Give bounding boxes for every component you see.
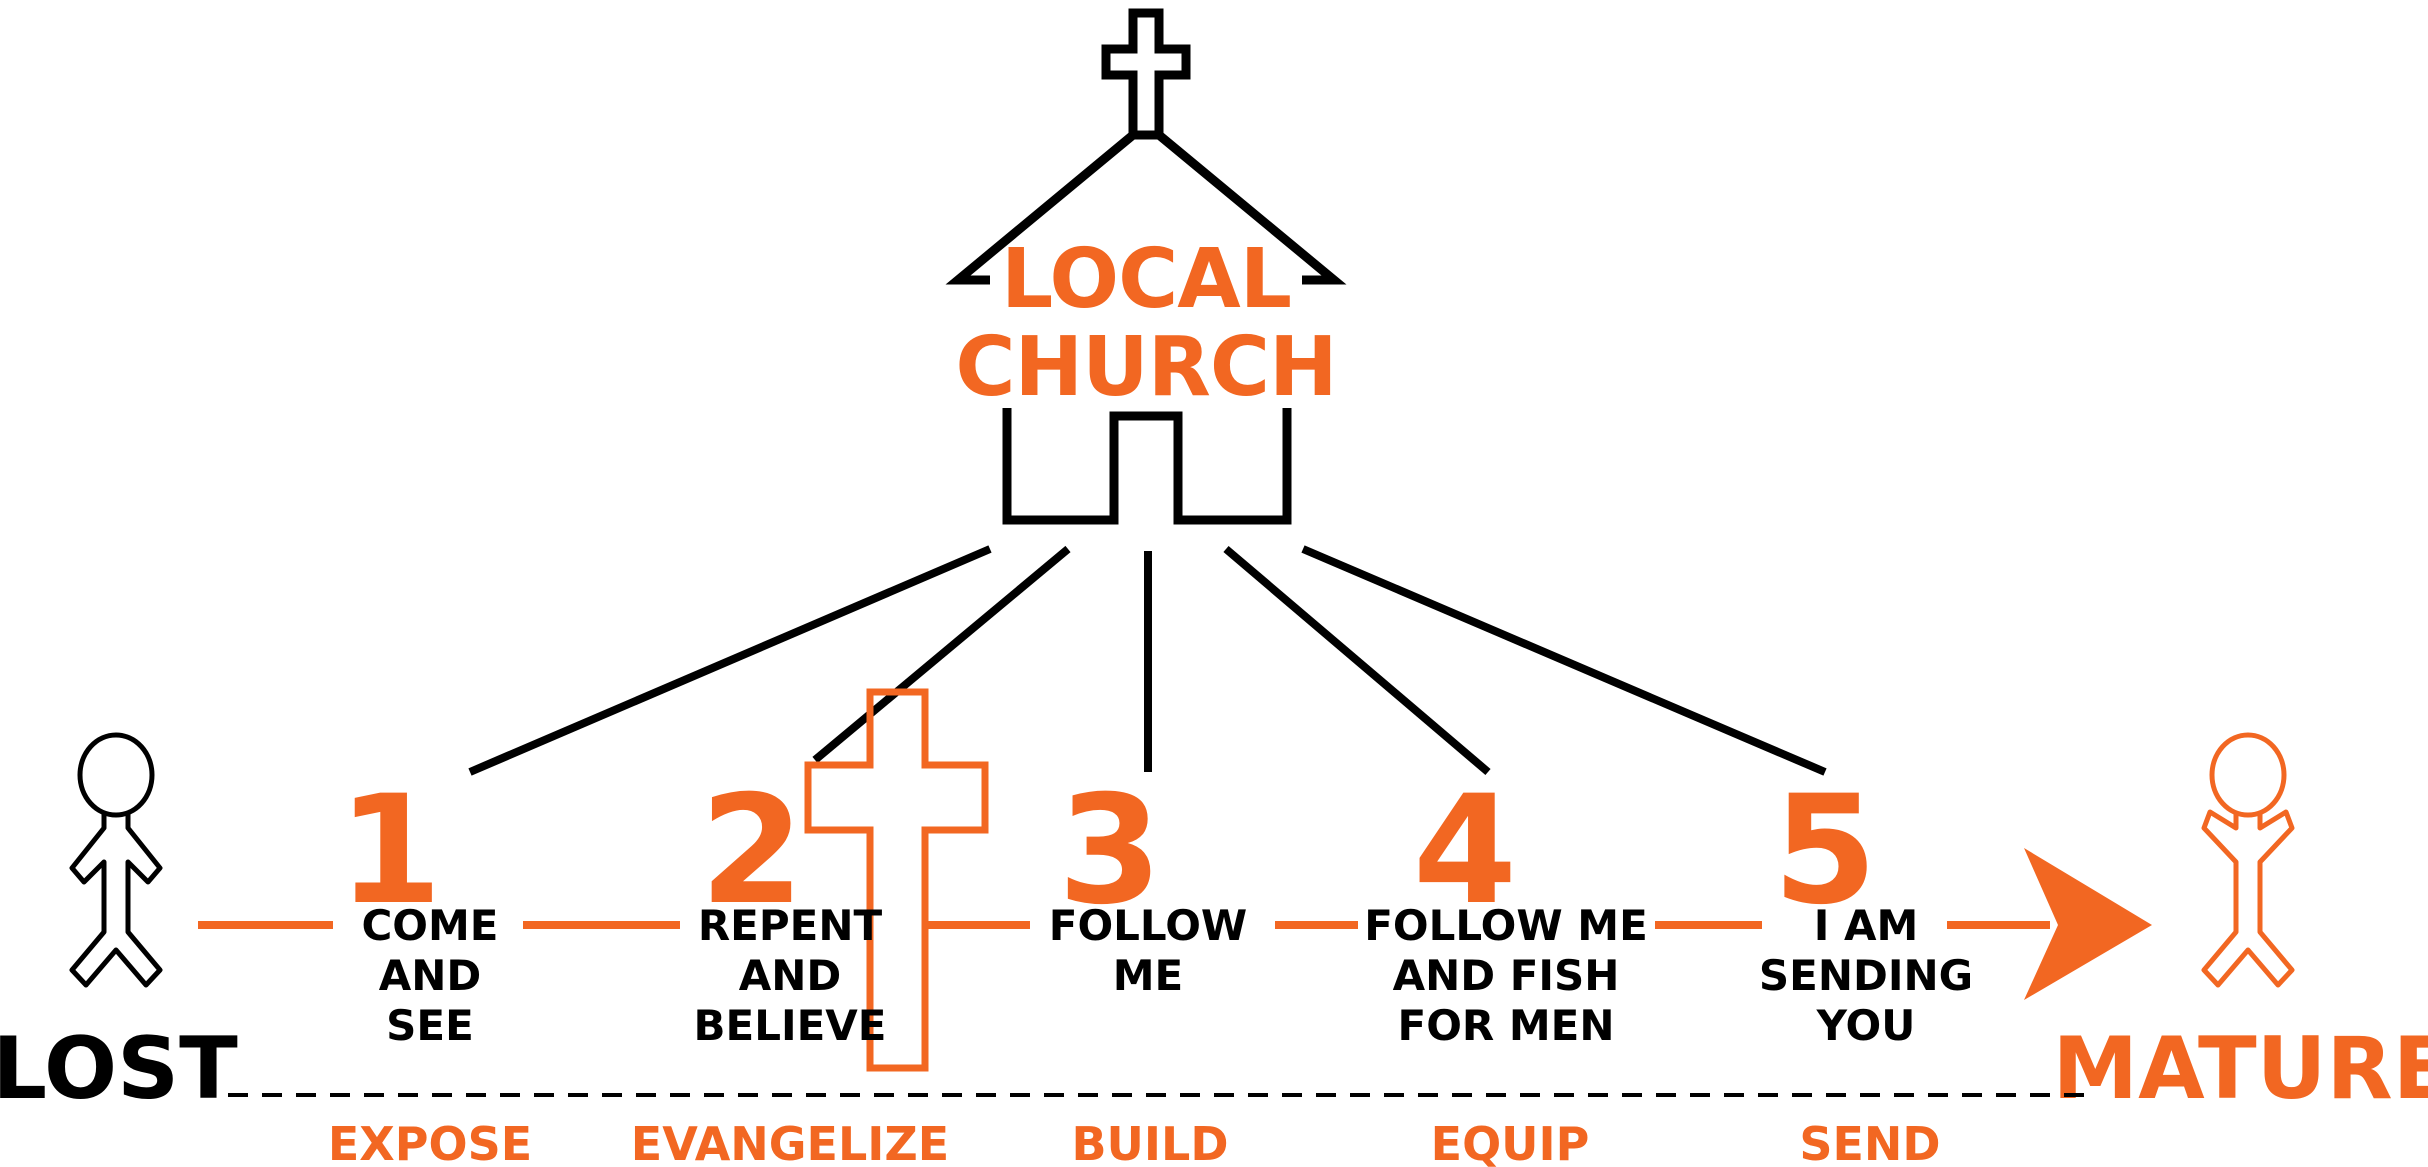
church-wall-left [1002, 408, 1292, 525]
end-figure-head [2209, 732, 2287, 818]
stage-label-5: SEND [1799, 1117, 1940, 1167]
step-number-3: 3 [1058, 764, 1162, 938]
church-title-line1: LOCAL [1001, 232, 1291, 327]
church-title-line2: CHURCH [955, 320, 1336, 415]
connector-step-4 [1223, 545, 1491, 776]
step-number-1: 1 [338, 764, 442, 938]
step-1-text-line3: SEE [386, 1001, 474, 1050]
church-connectors [468, 545, 1827, 776]
church-roof-right [1156, 131, 1347, 285]
start-figure-head [77, 732, 155, 818]
stage-labels: EXPOSE EVANGELIZE BUILD EQUIP SEND [328, 1117, 1941, 1167]
step-number-4: 4 [1413, 764, 1517, 938]
church-building-icon [945, 8, 1347, 525]
step-2-text-line2: AND [739, 951, 842, 1000]
end-label: MATURE [2053, 1019, 2428, 1119]
cross-icon [804, 688, 989, 1072]
end-figure-person-outline-icon [2201, 732, 2295, 988]
stage-label-4: EQUIP [1431, 1117, 1590, 1167]
end-figure-body [2201, 809, 2295, 988]
step-3-text-line2: ME [1113, 951, 1184, 1000]
start-figure-body [69, 812, 163, 988]
step-4-text-line1: FOLLOW ME [1364, 901, 1648, 950]
church-title: LOCAL CHURCH [955, 232, 1337, 415]
step-4-text-line3: FOR MEN [1398, 1001, 1615, 1050]
step-1-text-line2: AND [379, 951, 482, 1000]
start-figure-person-outline-icon [69, 732, 163, 988]
step-5-text-line3: YOU [1816, 1001, 1916, 1050]
step-numbers: 1 2 3 4 5 [338, 764, 1877, 938]
step-4-text-line2: AND FISH [1393, 951, 1620, 1000]
step-number-2: 2 [700, 764, 804, 938]
step-5-text-line2: SENDING [1759, 951, 1973, 1000]
stage-label-1: EXPOSE [328, 1117, 532, 1167]
step-1-text-line1: COME [361, 901, 498, 950]
step-2-text-line3: BELIEVE [694, 1001, 887, 1050]
stage-label-2: EVANGELIZE [631, 1117, 949, 1167]
connector-step-1 [468, 545, 992, 776]
connector-step-2 [812, 545, 1071, 764]
step-texts: COME AND SEE REPENT AND BELIEVE FOLLOW M… [361, 901, 1973, 1050]
stage-label-3: BUILD [1071, 1117, 1228, 1167]
arrow-right-icon [2024, 848, 2152, 1000]
steeple-cross-icon [1101, 8, 1191, 140]
step-3-text-line1: FOLLOW [1049, 901, 1247, 950]
step-2-text-line1: REPENT [698, 901, 883, 950]
church-roof [945, 131, 1136, 285]
connector-step-5 [1301, 545, 1827, 776]
start-label: LOST [0, 1019, 238, 1119]
step-5-text-line1: I AM [1814, 901, 1919, 950]
step-number-5: 5 [1773, 764, 1877, 938]
